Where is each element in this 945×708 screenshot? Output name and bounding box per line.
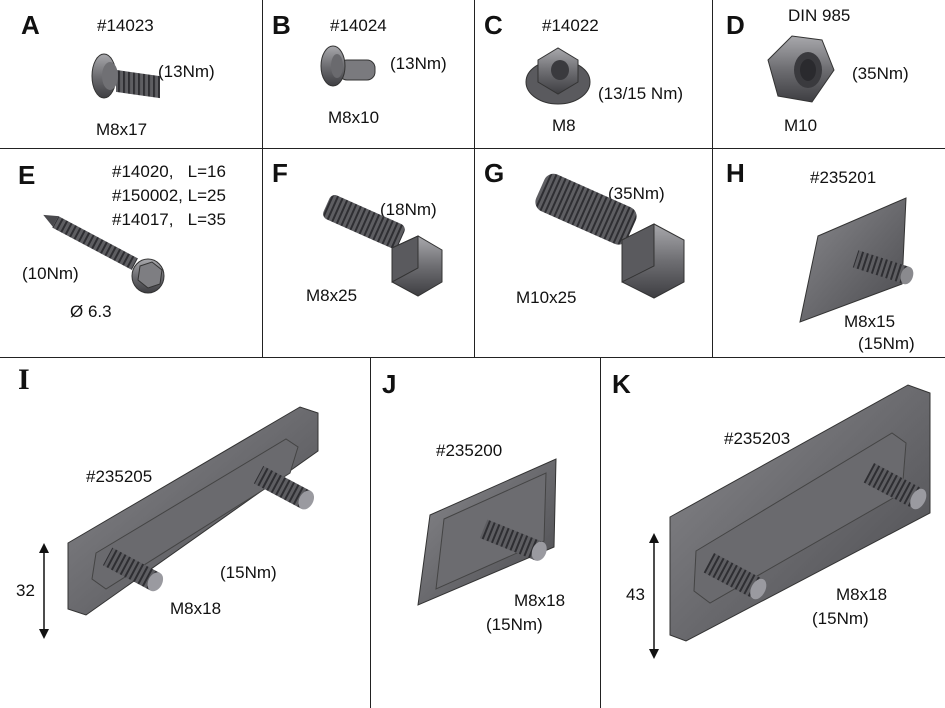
dimension-label: 32 [16, 581, 35, 600]
grid-line [262, 0, 263, 357]
panel-a: A #14023 (13Nm) M8x17 [0, 0, 262, 148]
torque-label: (35Nm) [608, 184, 665, 203]
grid-line [0, 148, 945, 149]
size-label: Ø 6.3 [70, 302, 112, 321]
torque-label: (13/15 Nm) [598, 84, 684, 103]
short-bolt-illustration [320, 45, 376, 87]
part-number: #235203 [724, 429, 791, 448]
self-tapping-screw-illustration [43, 214, 165, 294]
size-label: M8x18 [836, 585, 888, 604]
torque-label: (15Nm) [812, 609, 869, 628]
dimension-label: 43 [626, 585, 645, 604]
part-number: #14022 [542, 16, 599, 35]
panel-letter: D [726, 10, 745, 40]
size-label: M10x25 [516, 288, 577, 307]
torque-label: (15Nm) [858, 334, 915, 353]
panel-letter: B [272, 10, 291, 40]
part-number: #235201 [810, 168, 877, 187]
standard-label: DIN 985 [788, 6, 851, 25]
panel-letter: H [726, 158, 745, 188]
torque-label: (35Nm) [852, 64, 909, 83]
torque-label: (18Nm) [380, 200, 437, 219]
panel-i: I #235205 (15Nm) M8x18 32 [0, 357, 370, 708]
torque-label: (13Nm) [390, 54, 447, 73]
lock-nut-illustration [767, 35, 835, 103]
panel-e: E #14020, L=16 #150002, L=25 #14017, L=3… [0, 148, 262, 357]
size-label: M8x18 [514, 591, 566, 610]
panel-k: K #235203 M8x18 (15Nm) 43 [600, 357, 945, 708]
torque-label: (15Nm) [486, 615, 543, 634]
panel-d: D DIN 985 (35Nm) M10 [712, 0, 945, 148]
grid-line [0, 357, 945, 358]
variant-label: #14017, L=35 [112, 210, 226, 229]
panel-h: H #235201 M8x15 (15Nm) [712, 148, 945, 357]
part-number: #235200 [436, 441, 503, 460]
dimension-arrow [39, 543, 49, 639]
plate-bolt-illustration [799, 197, 914, 323]
panel-c: C #14022 (13/15 Nm) M8 [474, 0, 712, 148]
size-label: M8x10 [328, 108, 380, 127]
grid-line [600, 357, 601, 708]
panel-letter: C [484, 10, 503, 40]
torque-label: (13Nm) [158, 62, 215, 81]
torque-label: (10Nm) [22, 264, 79, 283]
grid-line [370, 357, 371, 708]
large-bar-bolt-illustration [669, 384, 931, 642]
part-number: #235205 [86, 467, 153, 486]
panel-f: F (18Nm) M8x25 [262, 148, 474, 357]
variant-label: #150002, L=25 [112, 186, 226, 205]
size-label: M8 [552, 116, 576, 135]
size-label: M8x18 [170, 599, 222, 618]
dimension-arrow [649, 533, 659, 659]
panel-j: J #235200 M8x18 (15Nm) [370, 357, 600, 708]
size-label: M8x17 [96, 120, 148, 139]
large-hex-bolt-illustration [535, 173, 685, 299]
panel-letter: K [612, 369, 631, 399]
angled-plate-bolt-illustration [417, 458, 557, 606]
size-label: M8x25 [306, 286, 358, 305]
size-label: M8x15 [844, 312, 896, 331]
flange-nut-illustration [525, 47, 591, 105]
grid-line [712, 0, 713, 357]
panel-letter: G [484, 158, 505, 188]
panel-b: B #14024 (13Nm) M8x10 [262, 0, 474, 148]
part-number: #14024 [330, 16, 387, 35]
panel-letter: F [272, 158, 288, 188]
variant-label: #14020, L=16 [112, 162, 226, 181]
long-bar-bolt-illustration [67, 406, 319, 616]
panel-letter: E [18, 160, 36, 190]
torque-label: (15Nm) [220, 563, 277, 582]
flange-bolt-illustration [91, 53, 160, 99]
size-label: M10 [784, 116, 818, 135]
panel-letter: A [21, 10, 40, 40]
part-number: #14023 [97, 16, 154, 35]
panel-letter: I [18, 363, 30, 396]
panel-g: G (35Nm) M10x25 [474, 148, 712, 357]
grid-line [474, 0, 475, 357]
panel-letter: J [382, 369, 397, 399]
hex-bolt-illustration [323, 195, 443, 297]
